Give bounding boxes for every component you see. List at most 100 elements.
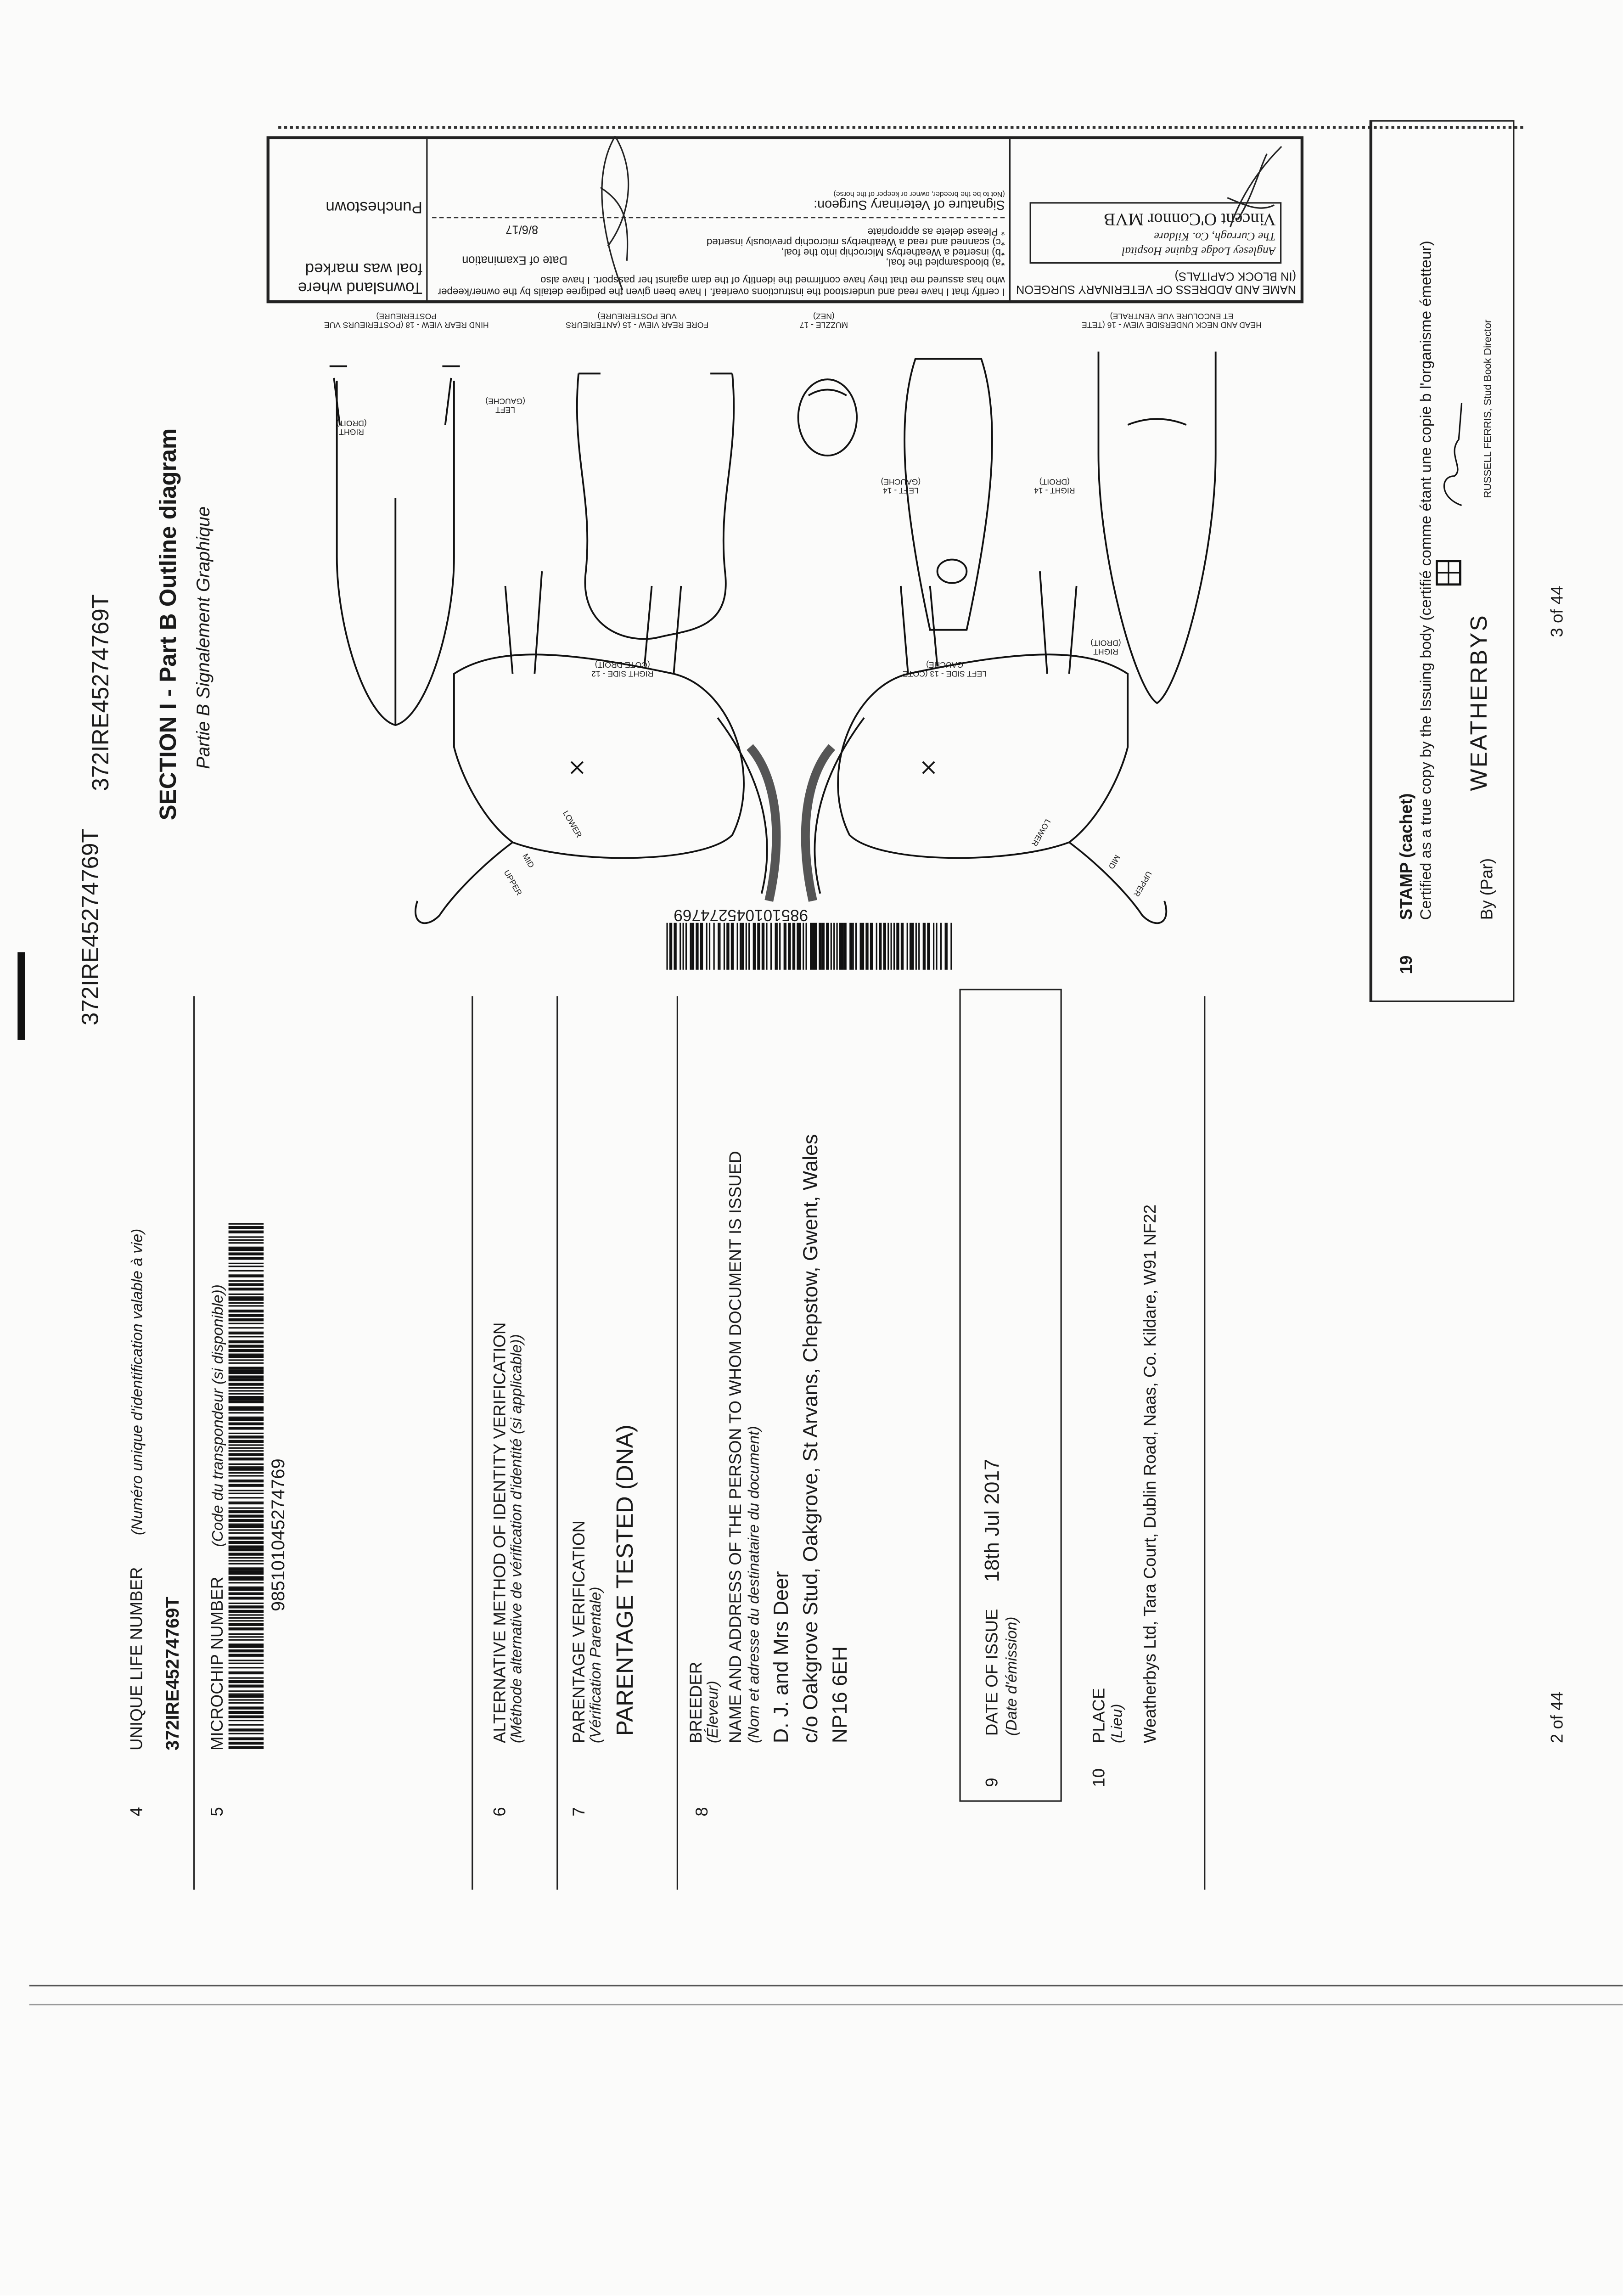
barcode-bar: [228, 1546, 264, 1548]
section-subtitle: Partie B Signalement Graphique: [193, 506, 214, 769]
stamp-certified-text: Certified as a true copy by the Issuing …: [1417, 241, 1436, 920]
stamp-number: 19: [1398, 955, 1416, 974]
barcode-bar: [228, 1519, 264, 1522]
barcode-bar: [228, 1432, 264, 1435]
barcode-bar: [228, 1638, 264, 1641]
barcode-bar: [228, 1680, 264, 1683]
signatory-name: RUSSELL FERRIS, Stud Book Director: [1483, 319, 1494, 498]
barcode-bar: [822, 923, 825, 970]
barcode-bar: [228, 1531, 264, 1534]
date-label: Date of Examination: [462, 253, 567, 267]
barcode-bar: [228, 1553, 264, 1556]
parentage-value: PARENTAGE TESTED (DNA): [613, 1424, 639, 1736]
barcode-bar: [228, 1283, 264, 1287]
barcode-bar: [228, 1387, 264, 1389]
signature-block: Signature of Veterinary Surgeon: (Not to…: [432, 189, 1005, 219]
barcode-bar: [861, 923, 864, 970]
options-row: *a) bloodsampled the foal, *b) inserted …: [432, 223, 1005, 267]
s8-label2-fr: (Nom et adresse du destinataire du docum…: [745, 1426, 763, 1744]
barcode-bar: [228, 1501, 264, 1503]
barcode-bar: [809, 923, 813, 970]
scan-edge-mark: [17, 952, 25, 1040]
barcode-bar: [228, 1636, 264, 1638]
hind-view-label: HIND REAR VIEW - 18 (POSTERIEURS VUE POS…: [324, 310, 489, 328]
barcode-bar: [831, 923, 832, 970]
barcode-bar: [228, 1336, 264, 1338]
barcode-bar: [803, 923, 804, 970]
barcode-bar: [228, 1474, 264, 1477]
fore-rear-view-drawing: [576, 372, 735, 640]
barcode-bar: [228, 1536, 264, 1539]
barcode-bar: [927, 923, 930, 970]
barcode-bar: [889, 923, 891, 970]
barcode-bar: [228, 1728, 264, 1729]
s10-label: PLACE: [1091, 1688, 1109, 1744]
barcode-bar: [840, 923, 843, 970]
s5-label-fr: (Code du transpondeur (si disponible)): [209, 1284, 227, 1547]
barcode-bar: [787, 923, 791, 970]
barcode-bar: [682, 923, 684, 970]
barcode-bar: [717, 923, 719, 970]
barcode-bar: [228, 1623, 264, 1627]
barcode-bar: [228, 1719, 264, 1722]
barcode-bar: [228, 1602, 264, 1605]
place-value: Weatherbys Ltd, Tara Court, Dublin Road,…: [1142, 1204, 1160, 1744]
barcode-bar: [228, 1435, 264, 1438]
barcode-bar: [915, 923, 917, 970]
townsland-label: Townsland where foal was marked: [298, 259, 423, 296]
barcode-bar: [228, 1344, 264, 1348]
barcode-bar: [228, 1390, 264, 1391]
barcode-bar: [228, 1296, 264, 1298]
barcode-bar: [228, 1331, 264, 1332]
weatherbys-logo-icon: [1435, 560, 1461, 586]
barcode-bar: [896, 923, 900, 970]
barcode-bar: [228, 1352, 264, 1354]
barcode-bar: [228, 1593, 264, 1596]
barcode-bar: [909, 923, 911, 970]
barcode-bar: [935, 923, 938, 970]
scan-edge-line: [29, 1985, 1623, 1986]
barcode-bar: [708, 923, 711, 970]
barcode-bar: [691, 923, 694, 970]
barcode-bar: [228, 1241, 264, 1244]
barcode-bar: [228, 1262, 264, 1265]
barcode-bar: [674, 923, 677, 970]
breeder-postcode: NP16 6EH: [827, 1646, 851, 1744]
vet-signature: [600, 135, 629, 291]
right-page-number: 3 of 44: [1550, 585, 1567, 637]
barcode-bar: [228, 1463, 264, 1465]
signature-label: Signature of Veterinary Surgeon:: [814, 198, 1005, 213]
barcode-bar: [228, 1706, 264, 1710]
barcode-bar: [949, 923, 951, 970]
barcode-bar: [228, 1468, 264, 1471]
barcode-bar: [228, 1252, 264, 1256]
barcode-bar: [228, 1479, 264, 1483]
barcode-bar: [228, 1503, 264, 1505]
options-list: *a) bloodsampled the foal, *b) inserted …: [707, 223, 1005, 267]
barcode-bar: [228, 1689, 264, 1692]
barcode-bar: [669, 923, 673, 970]
barcode-bar: [893, 923, 894, 970]
barcode-bar: [228, 1383, 264, 1386]
fore-view-label: FORE REAR VIEW - 15 (ANTERIEURS VUE POST…: [566, 310, 709, 328]
barcode-bar: [859, 923, 861, 970]
barcode-bar: [870, 923, 874, 970]
barcode-bar: [783, 923, 786, 970]
left-page-id: 372IRE45274769T: [79, 828, 104, 1025]
perforation-line: [278, 126, 1523, 129]
barcode-bar: [228, 1305, 264, 1307]
barcode-bar: [228, 1239, 264, 1241]
s8-label: BREEDER: [688, 1661, 706, 1744]
barcode-bar: [228, 1649, 264, 1653]
barcode-bar: [228, 1319, 264, 1322]
barcode-bar: [944, 923, 946, 970]
barcode-bar: [228, 1349, 264, 1352]
barcode-bar: [228, 1654, 264, 1657]
barcode-bar: [228, 1677, 264, 1678]
s8-label-fr: (Éleveur): [704, 1681, 722, 1744]
barcode-bar: [922, 923, 926, 970]
microchip-barcode-top: [666, 923, 952, 970]
barcode-bar: [906, 923, 909, 970]
barcode-bar: [228, 1489, 264, 1491]
barcode-bar: [804, 923, 807, 970]
